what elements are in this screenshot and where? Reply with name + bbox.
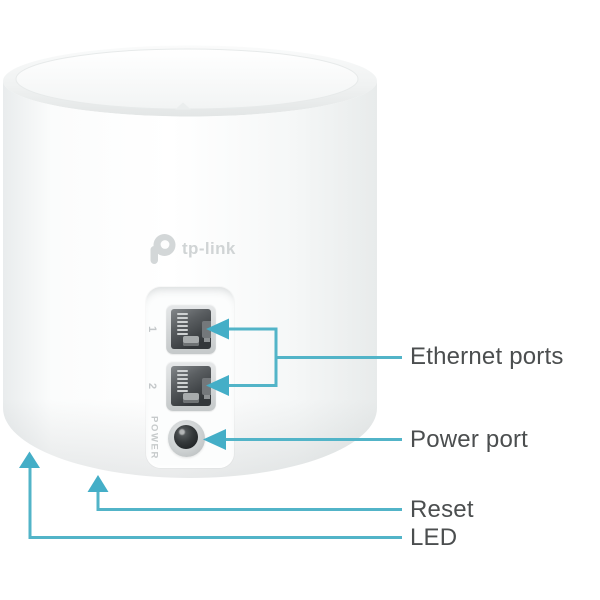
port-panel: 1 2 POWER	[146, 287, 234, 468]
reset-label: Reset	[410, 496, 474, 523]
device-bottom-shade	[3, 81, 377, 478]
power-port-barrel	[174, 425, 198, 449]
rj45-latch	[183, 336, 199, 346]
ethernet-port-1-jack	[171, 309, 211, 349]
rj45-pins	[177, 313, 188, 335]
ethernet-port-2-jack	[171, 366, 211, 406]
power-port-label: Power port	[410, 426, 529, 453]
ethernet-port-2	[166, 361, 216, 411]
led-label: LED	[410, 524, 458, 551]
power-port-highlight	[179, 429, 185, 435]
device-lid-notch	[175, 102, 191, 110]
rj45-latch	[183, 393, 199, 403]
brand-text: tp-link	[182, 239, 236, 258]
ethernet-ports-label: Ethernet ports	[410, 343, 564, 370]
device-top-lid	[15, 48, 359, 110]
tp-link-logo-icon	[150, 234, 176, 264]
tp-link-logo: tp-link	[150, 233, 236, 265]
rj45-pins	[177, 370, 188, 392]
rj45-side-notch	[202, 378, 211, 395]
rj45-side-notch	[202, 321, 211, 338]
power-port	[168, 420, 205, 457]
ethernet-port-1	[166, 304, 216, 354]
